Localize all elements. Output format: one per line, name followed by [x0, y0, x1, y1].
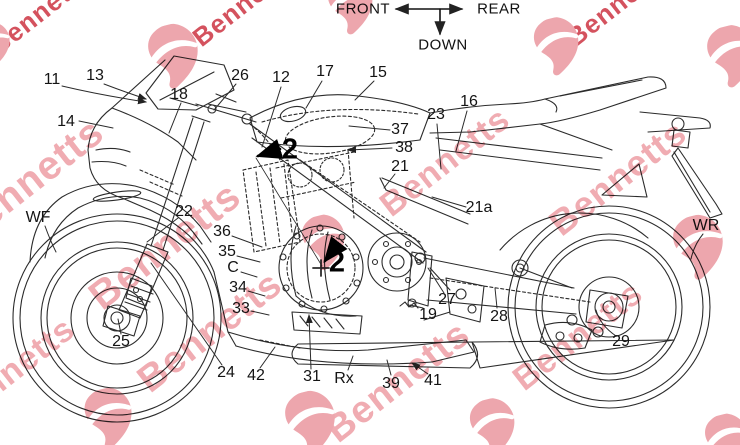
orientation-arrows-icon: [394, 3, 464, 36]
part-label-15: 15: [369, 64, 387, 81]
part-label-26: 26: [231, 67, 249, 84]
part-label-Rx: Rx: [334, 370, 354, 387]
part-label-18: 18: [170, 86, 188, 103]
part-label-17: 17: [316, 63, 334, 80]
part-label-28: 28: [490, 308, 508, 325]
swingarm: [407, 251, 629, 350]
section-marker-2: 2: [281, 133, 299, 166]
part-label-11: 11: [43, 71, 61, 88]
part-label-13: 13: [86, 67, 104, 84]
rear-fender-hanger: [499, 111, 723, 251]
part-label-27: 27: [438, 291, 456, 308]
part-label-36: 36: [213, 223, 231, 240]
front-fender-and-fork: [29, 117, 212, 337]
part-label-37: 37: [391, 121, 409, 138]
orientation-front-label: FRONT: [335, 0, 391, 18]
part-label-31: 31: [303, 368, 321, 385]
orientation-rear-label: REAR: [477, 0, 521, 18]
part-label-25: 25: [112, 333, 130, 350]
part-label-12: 12: [272, 69, 290, 86]
part-label-33: 33: [232, 300, 250, 317]
part-label-WF: WF: [25, 209, 51, 226]
part-label-21: 21: [391, 158, 409, 175]
part-label-42: 42: [247, 367, 265, 384]
part-label-23: 23: [427, 106, 445, 123]
part-label-41: 41: [424, 372, 442, 389]
part-label-16: 16: [460, 93, 478, 110]
part-label-21a: 21a: [465, 199, 493, 216]
part-label-C: C: [227, 259, 239, 276]
part-label-19: 19: [419, 306, 437, 323]
rear-wheel: [507, 205, 711, 409]
part-label-34: 34: [229, 279, 247, 296]
tank-and-tail: [249, 76, 667, 171]
part-label-38: 38: [395, 139, 413, 156]
part-label-29: 29: [612, 333, 630, 350]
orientation-down-label: DOWN: [418, 36, 468, 54]
part-label-39: 39: [382, 375, 400, 392]
part-label-35: 35: [218, 243, 236, 260]
belly-pan-exhaust: [227, 331, 675, 369]
footrest-bracket: [399, 267, 485, 323]
leader-lines: [44, 80, 704, 376]
part-label-24: 24: [217, 364, 235, 381]
part-label-22: 22: [175, 203, 193, 220]
part-label-14: 14: [57, 113, 75, 130]
